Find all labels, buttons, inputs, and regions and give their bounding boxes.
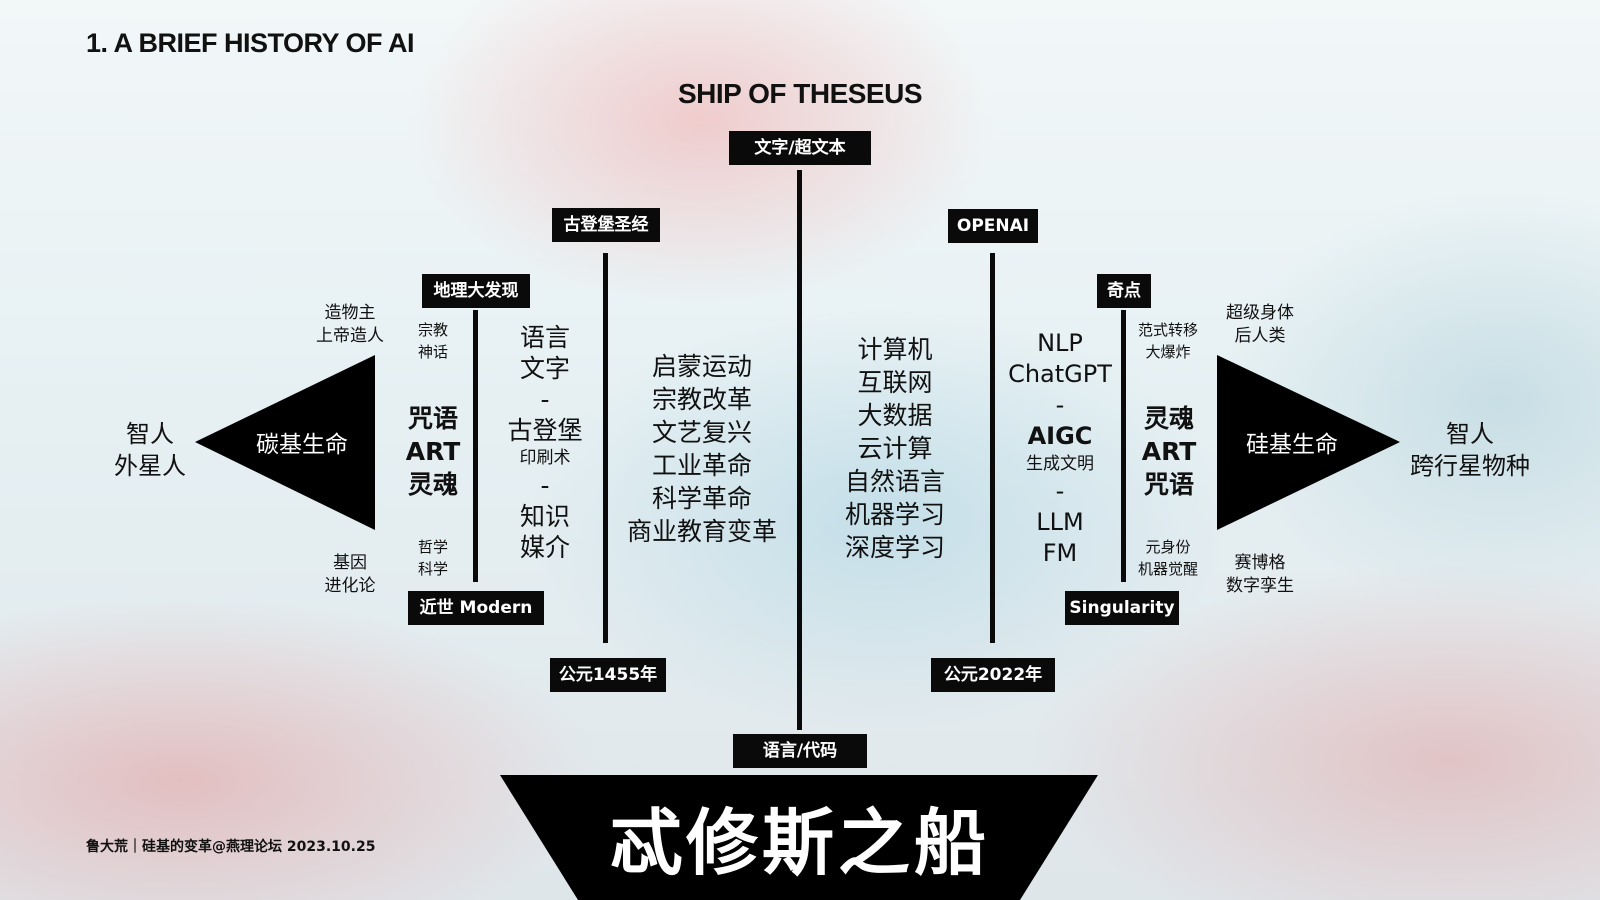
right-far-line-1: 智人 xyxy=(1446,420,1494,448)
center-mast xyxy=(797,170,802,730)
revolution-item-6: 商业教育变革 xyxy=(626,517,777,546)
revolution-item-2: 宗教改革 xyxy=(651,385,752,414)
media-item-4: 古登堡 xyxy=(507,416,583,445)
ai-item-2: ChatGPT xyxy=(1008,360,1112,388)
media-item-1: 语言 xyxy=(519,323,570,352)
modern-top-small-1: 宗教 xyxy=(417,321,448,339)
right-top-note-1: 超级身体 xyxy=(1226,303,1294,323)
revolution-list: 启蒙运动 宗教改革 文艺复兴 工业革命 科学革命 商业教育变革 xyxy=(612,350,792,548)
singularity-mid-2: ART xyxy=(1141,437,1197,466)
tag-openai: OPENAI xyxy=(948,209,1038,243)
left-top-note-2: 上帝造人 xyxy=(316,326,384,346)
modern-bottom-small-1: 哲学 xyxy=(417,538,448,556)
singularity-mid-3: 咒语 xyxy=(1143,470,1194,499)
revolution-item-3: 文艺复兴 xyxy=(651,418,752,447)
media-item-8: 媒介 xyxy=(519,533,570,562)
modern-line xyxy=(473,310,478,582)
tag-singularity-cn: 奇点 xyxy=(1097,274,1151,308)
revolution-item-4: 工业革命 xyxy=(651,451,752,480)
media-list: 语言 文字 - 古登堡 印刷术 - 知识 媒介 xyxy=(495,322,595,563)
ai-item-5: 生成文明 xyxy=(1026,454,1094,474)
left-bottom-note: 基因 进化论 xyxy=(300,552,400,598)
gutenberg-line xyxy=(603,253,608,643)
left-top-note-1: 造物主 xyxy=(324,303,376,323)
modern-bottom-small: 哲学 科学 xyxy=(405,536,461,580)
modern-mid-1: 咒语 xyxy=(407,404,458,433)
right-top-note: 超级身体 后人类 xyxy=(1210,302,1310,348)
singularity-line xyxy=(1121,310,1126,582)
singularity-mid: 灵魂 ART 咒语 xyxy=(1132,402,1206,501)
media-item-3: - xyxy=(540,385,550,414)
media-item-6: - xyxy=(540,471,550,500)
ship-hull xyxy=(500,775,1098,900)
tag-age-of-discovery: 地理大发现 xyxy=(422,274,530,308)
modern-mid: 咒语 ART 灵魂 xyxy=(396,402,470,501)
media-item-7: 知识 xyxy=(519,502,570,531)
modern-bottom-small-2: 科学 xyxy=(417,560,448,578)
modern-mid-2: ART xyxy=(405,437,461,466)
left-bottom-note-2: 进化论 xyxy=(324,576,376,596)
media-item-5: 印刷术 xyxy=(519,448,571,468)
ai-item-3: - xyxy=(1055,391,1065,419)
right-far-line-2: 跨行星物种 xyxy=(1410,452,1530,480)
left-triangle xyxy=(195,355,375,530)
singularity-bottom-small: 元身份 机器觉醒 xyxy=(1132,536,1204,580)
singularity-bottom-small-1: 元身份 xyxy=(1145,538,1191,556)
ai-item-1: NLP xyxy=(1037,329,1083,357)
footer-credit: 鲁大荒｜硅基的变革@燕理论坛 2023.10.25 xyxy=(86,839,376,855)
singularity-bottom-small-2: 机器觉醒 xyxy=(1137,560,1198,578)
right-top-note-2: 后人类 xyxy=(1234,326,1286,346)
ai-item-8: FM xyxy=(1042,539,1078,567)
tech-item-6: 机器学习 xyxy=(844,500,945,529)
left-far-line-1: 智人 xyxy=(126,420,174,448)
left-far-label: 智人 外星人 xyxy=(90,418,210,482)
left-bottom-note-1: 基因 xyxy=(333,553,367,573)
right-bottom-note: 赛博格 数字孪生 xyxy=(1210,552,1310,598)
ship-label: 忒修斯之船 xyxy=(609,801,990,885)
tag-modern: 近世 Modern xyxy=(408,591,544,625)
silicon-life-label: 硅基生命 xyxy=(1246,432,1338,458)
revolution-item-1: 启蒙运动 xyxy=(651,352,752,381)
right-bottom-note-2: 数字孪生 xyxy=(1226,576,1294,596)
tag-text-hypertext: 文字/超文本 xyxy=(729,131,871,165)
tag-year-2022: 公元2022年 xyxy=(931,658,1055,692)
carbon-life-label: 碳基生命 xyxy=(256,432,348,458)
modern-mid-3: 灵魂 xyxy=(407,470,458,499)
left-top-note: 造物主 上帝造人 xyxy=(300,302,400,348)
tech-item-5: 自然语言 xyxy=(844,467,945,496)
tech-item-3: 大数据 xyxy=(857,401,933,430)
singularity-top-small-1: 范式转移 xyxy=(1137,321,1198,339)
revolution-item-5: 科学革命 xyxy=(651,484,752,513)
tag-year-1455: 公元1455年 xyxy=(550,658,666,692)
tech-list: 计算机 互联网 大数据 云计算 自然语言 机器学习 深度学习 xyxy=(820,333,970,564)
openai-line xyxy=(990,253,995,643)
modern-top-small: 宗教 神话 xyxy=(405,319,461,363)
media-item-2: 文字 xyxy=(519,354,570,383)
ai-list: NLP ChatGPT - AIGC 生成文明 - LLM FM xyxy=(1005,328,1115,569)
modern-top-small-2: 神话 xyxy=(417,343,448,361)
tag-singularity: Singularity xyxy=(1065,591,1179,625)
tag-language-code: 语言/代码 xyxy=(733,734,867,768)
diagram-title: SHIP OF THESEUS xyxy=(677,78,923,109)
right-far-label: 智人 跨行星物种 xyxy=(1395,418,1545,482)
tech-item-7: 深度学习 xyxy=(844,533,945,562)
tag-gutenberg-bible: 古登堡圣经 xyxy=(552,208,660,242)
slide-title: 1. A BRIEF HISTORY OF AI xyxy=(86,28,415,58)
singularity-top-small-2: 大爆炸 xyxy=(1145,343,1191,361)
ai-item-6: - xyxy=(1055,477,1065,505)
left-far-line-2: 外星人 xyxy=(114,452,186,480)
tech-item-4: 云计算 xyxy=(857,434,933,463)
ai-item-7: LLM xyxy=(1036,508,1084,536)
ai-item-4: AIGC xyxy=(1027,422,1093,450)
singularity-mid-1: 灵魂 xyxy=(1143,404,1194,433)
singularity-top-small: 范式转移 大爆炸 xyxy=(1132,319,1204,363)
tech-item-2: 互联网 xyxy=(857,368,933,397)
right-triangle xyxy=(1217,355,1400,530)
right-bottom-note-1: 赛博格 xyxy=(1234,553,1286,573)
tech-item-1: 计算机 xyxy=(857,335,933,364)
